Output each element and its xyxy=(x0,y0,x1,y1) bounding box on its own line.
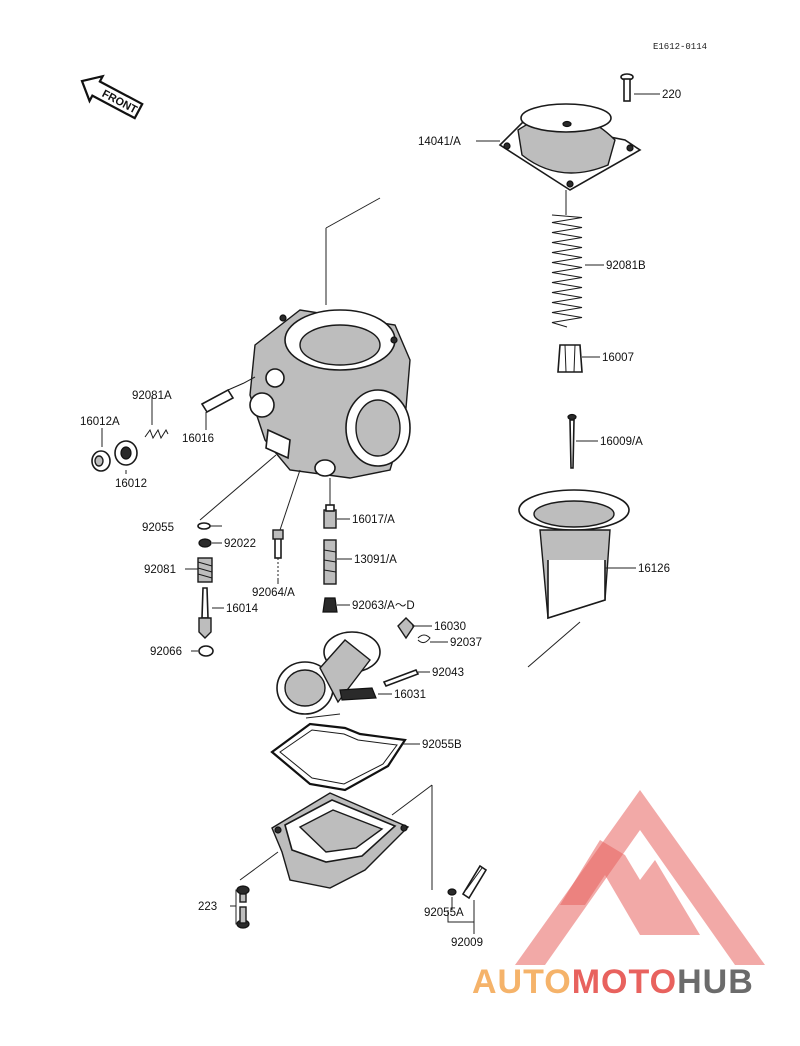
watermark-moto: MOTO xyxy=(572,963,677,1001)
leader-lines xyxy=(101,93,660,934)
watermark-text: AUTOMOTOHUB xyxy=(472,963,754,1001)
label-92037: 92037 xyxy=(450,637,482,649)
oring-92055a-icon xyxy=(447,888,457,896)
label-16007: 16007 xyxy=(602,352,634,364)
cap-16012-icon xyxy=(114,440,138,466)
pilot-screw-16016-icon xyxy=(200,382,245,414)
cap-16012a-icon xyxy=(91,450,111,472)
label-92066: 92066 xyxy=(150,646,182,658)
holder-16007-icon xyxy=(557,344,583,373)
front-arrow-icon: FRONT xyxy=(80,74,144,120)
spring-92081b-icon xyxy=(551,214,583,328)
watermark-logo xyxy=(515,790,765,965)
label-14041a: 14041/A xyxy=(418,136,461,148)
label-92043: 92043 xyxy=(432,667,464,679)
jet-needle-16009a-icon xyxy=(567,413,577,469)
carburetor-body-icon xyxy=(249,309,411,479)
screw-223-icon xyxy=(236,885,250,929)
float-valve-16030-icon xyxy=(397,617,415,640)
float-bowl-icon xyxy=(271,792,410,889)
label-92055a: 92055A xyxy=(424,907,464,919)
label-92064a: 92064/A xyxy=(252,587,295,599)
emulsion-tube-13091a-icon xyxy=(323,539,337,585)
cap-92066-icon xyxy=(198,645,214,657)
watermark-triangle-icon xyxy=(515,790,765,965)
jet-16017a-icon xyxy=(323,504,337,529)
spring-92081-icon xyxy=(197,557,213,583)
main-jet-92063a-icon xyxy=(322,597,338,613)
label-16017a: 16017/A xyxy=(352,514,395,526)
label-92063a: 92063/A～D xyxy=(352,600,415,612)
label-92055b: 92055B xyxy=(422,739,462,751)
label-92081: 92081 xyxy=(144,564,176,576)
label-16031: 16031 xyxy=(394,689,426,701)
drain-screw-92009-icon xyxy=(461,864,488,900)
starter-plunger-16014-icon xyxy=(198,587,212,639)
label-92022: 92022 xyxy=(224,538,256,550)
clip-92037-icon xyxy=(417,634,431,644)
label-92081a: 92081A xyxy=(132,390,172,402)
top-cover-icon xyxy=(498,103,642,191)
label-16126: 16126 xyxy=(638,563,670,575)
label-16014: 16014 xyxy=(226,603,259,615)
diagram-code: E1612-0114 xyxy=(653,42,707,52)
float-pin-92043-icon xyxy=(382,668,420,688)
label-16012: 16012 xyxy=(115,478,147,490)
watermark-hub: HUB xyxy=(677,963,754,1001)
label-92055: 92055 xyxy=(142,522,174,534)
label-92081b: 92081B xyxy=(606,260,646,272)
gasket-92055b-icon xyxy=(270,722,407,792)
label-220: 220 xyxy=(662,89,681,101)
label-16012a: 16012A xyxy=(80,416,120,428)
label-223: 223 xyxy=(198,901,217,913)
label-16030: 16030 xyxy=(434,621,466,633)
label-16016: 16016 xyxy=(182,433,214,445)
vacuum-piston-16126-icon xyxy=(518,489,630,620)
watermark-auto: AUTO xyxy=(472,963,572,1001)
oring-92022-icon xyxy=(198,538,212,548)
label-13091a: 13091/A xyxy=(354,554,397,566)
screw-220-icon xyxy=(620,73,634,102)
watermark-inner-icon xyxy=(560,840,700,935)
spring-92081a-icon xyxy=(144,428,169,440)
label-92009: 92009 xyxy=(451,937,483,949)
part-labels: 220 14041/A 92081B 16007 16009/A 16126 9… xyxy=(80,89,681,949)
label-16009a: 16009/A xyxy=(600,436,643,448)
washer-92055-icon xyxy=(197,522,211,530)
float-16031-icon xyxy=(276,631,381,715)
jet-92064a-icon xyxy=(272,529,284,580)
